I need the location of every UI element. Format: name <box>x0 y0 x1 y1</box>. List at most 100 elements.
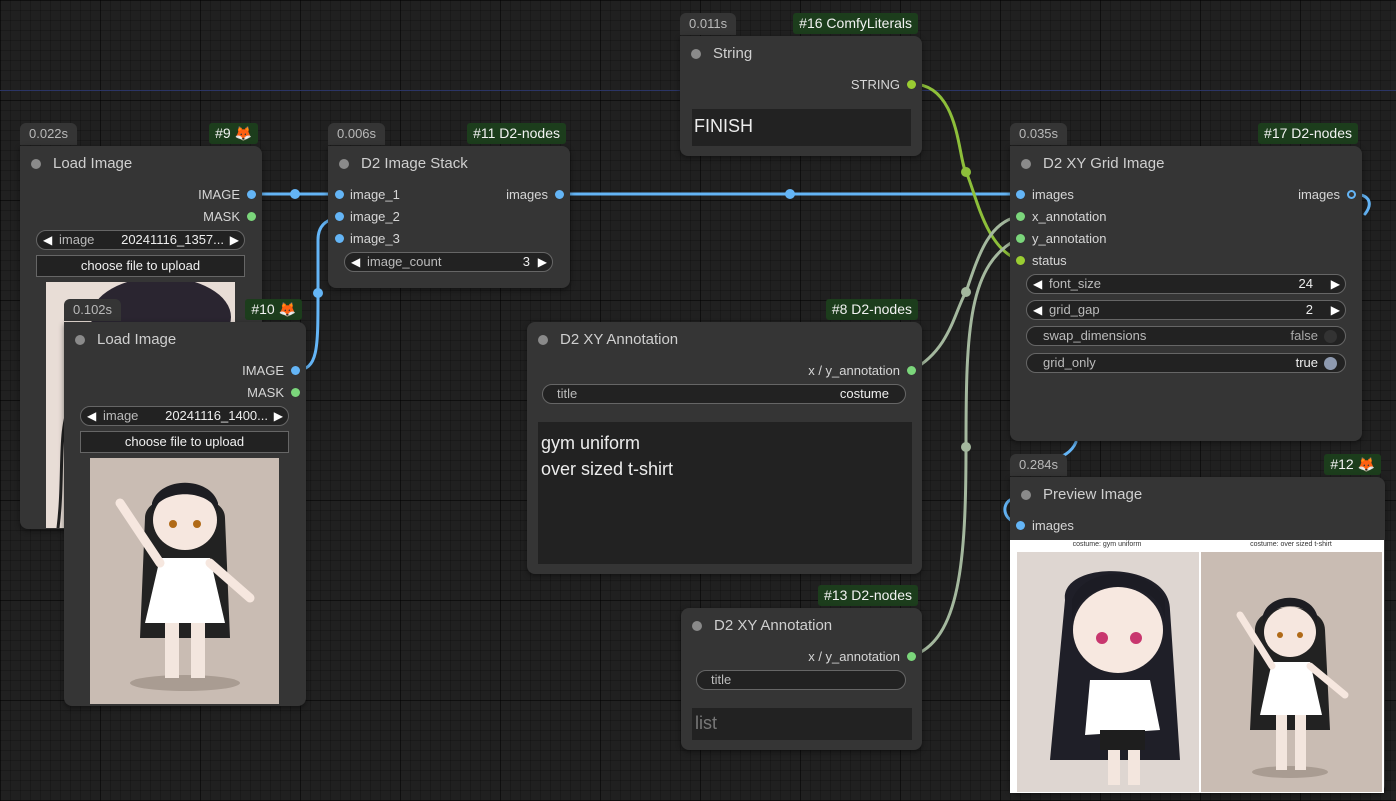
arrow-left-icon[interactable]: ◀ <box>43 233 53 247</box>
execution-time: 0.035s <box>1010 123 1068 145</box>
widget-value: false <box>1290 328 1318 343</box>
node-string-16[interactable]: 0.011s #16 ComfyLiterals String STRING F… <box>680 13 922 156</box>
arrow-right-icon[interactable]: ▶ <box>1330 303 1340 317</box>
execution-time: 0.284s <box>1010 454 1068 476</box>
image-combo[interactable]: ◀ image 20241116_1357... ▶ <box>36 230 245 250</box>
string-textarea[interactable]: FINISH <box>692 109 911 146</box>
status-dot-icon[interactable] <box>31 159 41 169</box>
grid-gap-widget[interactable]: ◀ grid_gap 2 ▶ <box>1026 300 1346 320</box>
execution-time: 0.022s <box>20 123 78 145</box>
widget-label: font_size <box>1049 276 1102 291</box>
status-dot-icon[interactable] <box>538 335 548 345</box>
status-dot-icon[interactable] <box>691 49 701 59</box>
arrow-right-icon[interactable]: ▶ <box>229 233 239 247</box>
node-title[interactable]: D2 XY Annotation <box>560 331 679 348</box>
widget-label: title <box>711 672 732 687</box>
node-badge: #16 ComfyLiterals <box>793 13 918 34</box>
node-d2-xy-grid-image-17[interactable]: 0.035s #17 D2-nodes D2 XY Grid Image ima… <box>1010 123 1362 441</box>
input-image-3-label: image_3 <box>350 231 400 246</box>
upload-button[interactable]: choose file to upload <box>80 431 289 453</box>
status-dot-icon[interactable] <box>692 621 702 631</box>
widget-value: true <box>1295 355 1318 370</box>
input-image-3-pin[interactable] <box>335 234 344 243</box>
output-image-pin[interactable] <box>247 190 256 199</box>
execution-time: 0.006s <box>328 123 386 145</box>
arrow-left-icon[interactable]: ◀ <box>1033 277 1043 291</box>
node-title[interactable]: D2 XY Annotation <box>714 617 833 634</box>
output-images-label: images <box>1298 187 1340 202</box>
annotation-textarea[interactable]: list <box>692 708 912 740</box>
output-images-pin[interactable] <box>1347 190 1356 199</box>
output-annotation-pin[interactable] <box>907 366 916 375</box>
reroute-dot <box>313 288 323 298</box>
image-combo[interactable]: ◀ image 20241116_1400... ▶ <box>80 406 289 426</box>
grid-caption-1: costume: gym uniform <box>1072 541 1142 548</box>
arrow-right-icon[interactable]: ▶ <box>537 255 547 269</box>
toggle-on-icon[interactable] <box>1324 357 1337 370</box>
input-images-pin[interactable] <box>1016 190 1025 199</box>
title-input[interactable]: title costume <box>542 384 906 404</box>
status-dot-icon[interactable] <box>75 335 85 345</box>
reroute-dot <box>961 287 971 297</box>
status-dot-icon[interactable] <box>1021 159 1031 169</box>
image-count-widget[interactable]: ◀ image_count 3 ▶ <box>344 252 553 272</box>
node-preview-image-12[interactable]: 0.284s #12 🦊 Preview Image images costum… <box>1010 454 1385 793</box>
grid-images <box>1017 552 1382 792</box>
widget-label: grid_only <box>1043 355 1096 370</box>
node-title[interactable]: D2 XY Grid Image <box>1043 155 1165 172</box>
node-d2-xy-annotation-13[interactable]: #13 D2-nodes D2 XY Annotation x / y_anno… <box>681 585 922 750</box>
reroute-dot <box>961 167 971 177</box>
output-annotation-label: x / y_annotation <box>808 649 900 664</box>
node-title[interactable]: String <box>713 45 753 62</box>
title-input[interactable]: title <box>696 670 906 690</box>
grid-caption-2: costume: over sized t-shirt <box>1250 541 1332 548</box>
input-image-1-label: image_1 <box>350 187 400 202</box>
arrow-left-icon[interactable]: ◀ <box>1033 303 1043 317</box>
arrow-right-icon[interactable]: ▶ <box>273 409 283 423</box>
preview-grid-image: costume: gym uniform costume: over sized… <box>1010 540 1384 793</box>
output-mask-label: MASK <box>247 385 284 400</box>
node-d2-xy-annotation-8[interactable]: #8 D2-nodes D2 XY Annotation x / y_annot… <box>527 299 922 574</box>
input-image-1-pin[interactable] <box>335 190 344 199</box>
output-image-label: IMAGE <box>198 187 240 202</box>
input-images-pin[interactable] <box>1016 521 1025 530</box>
widget-value: 3 <box>522 254 530 269</box>
output-string-pin[interactable] <box>907 80 916 89</box>
combo-label: image <box>59 232 95 247</box>
node-load-image-10[interactable]: 0.102s #10 🦊 Load Image IMAGE MASK ◀ ima… <box>64 299 306 706</box>
font-size-widget[interactable]: ◀ font_size 24 ▶ <box>1026 274 1346 294</box>
image-preview <box>90 458 279 704</box>
input-y-annotation-pin[interactable] <box>1016 234 1025 243</box>
node-title[interactable]: Load Image <box>97 331 177 348</box>
combo-label: image <box>103 408 139 423</box>
widget-label: image_count <box>367 254 442 269</box>
toggle-off-icon[interactable] <box>1324 330 1337 343</box>
arrow-left-icon[interactable]: ◀ <box>87 409 97 423</box>
upload-button[interactable]: choose file to upload <box>36 255 245 277</box>
node-title[interactable]: D2 Image Stack <box>361 155 468 172</box>
status-dot-icon[interactable] <box>339 159 349 169</box>
character-image <box>115 482 255 691</box>
output-image-pin[interactable] <box>291 366 300 375</box>
arrow-left-icon[interactable]: ◀ <box>351 255 361 269</box>
arrow-right-icon[interactable]: ▶ <box>1330 277 1340 291</box>
input-image-2-pin[interactable] <box>335 212 344 221</box>
combo-value: 20241116_1400... <box>165 408 268 423</box>
input-status-pin[interactable] <box>1016 256 1025 265</box>
annotation-textarea[interactable]: gym uniform over sized t-shirt <box>538 422 912 564</box>
node-d2-image-stack-11[interactable]: 0.006s #11 D2-nodes D2 Image Stack image… <box>328 123 570 288</box>
input-images-label: images <box>1032 518 1074 533</box>
status-dot-icon[interactable] <box>1021 490 1031 500</box>
node-body: D2 XY Annotation x / y_annotation title … <box>681 608 922 750</box>
node-title[interactable]: Load Image <box>53 155 133 172</box>
execution-time: 0.011s <box>680 13 737 35</box>
input-x-annotation-label: x_annotation <box>1032 209 1107 224</box>
output-images-pin[interactable] <box>555 190 564 199</box>
grid-only-toggle[interactable]: grid_only true <box>1026 353 1346 373</box>
output-mask-pin[interactable] <box>247 212 256 221</box>
node-title[interactable]: Preview Image <box>1043 486 1143 503</box>
output-annotation-pin[interactable] <box>907 652 916 661</box>
swap-dimensions-toggle[interactable]: swap_dimensions false <box>1026 326 1346 346</box>
input-x-annotation-pin[interactable] <box>1016 212 1025 221</box>
output-mask-pin[interactable] <box>291 388 300 397</box>
